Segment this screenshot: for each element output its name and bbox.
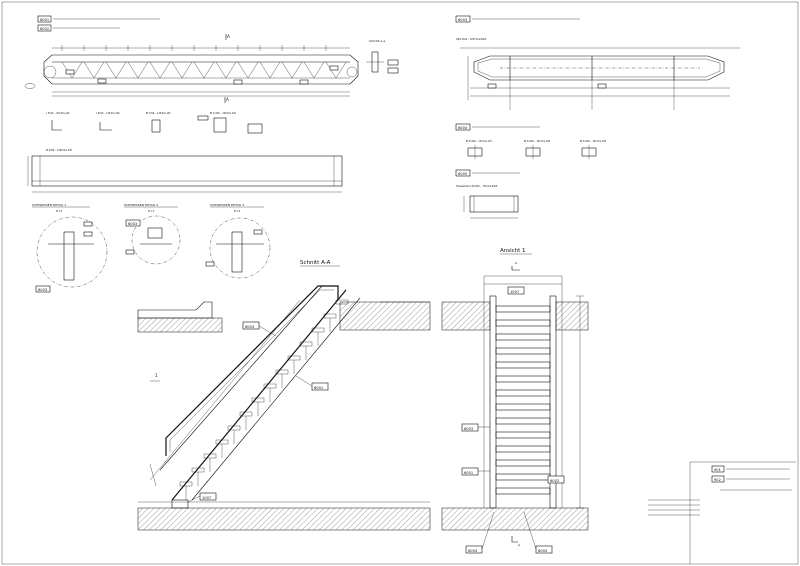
position-box-6003-detail: [35, 285, 51, 293]
position-box-6003-elev: [461, 423, 479, 432]
railing-parts-6004: 6004 Bl 5x100... 150 Pos.107 Bl 5x150...…: [455, 123, 607, 159]
position-box-1007-elev: [507, 286, 525, 295]
railing-6003-view: 6003 QRO 40x4... 3053 Pos.6002: [455, 15, 740, 110]
elev-pos-6002-label: 6002: [550, 479, 559, 483]
stringer-ribs: [61, 61, 347, 79]
ground-slab-section: [137, 507, 431, 531]
position-box-6004-elev-right: [535, 545, 553, 554]
upper-slab-elev-right: [555, 301, 589, 331]
upper-slab-right: [339, 301, 431, 331]
position-box-6005: [455, 169, 471, 177]
detail-3-title: SCHWEISSEN DETAIL 3: [210, 203, 244, 207]
part-103-label: Bl 7x50... 148 Pos.103: [146, 112, 171, 115]
elev-pos-6004-label: 6004: [468, 549, 478, 553]
upper-slab-left: [137, 317, 223, 333]
note-902-label: 902: [714, 478, 721, 482]
elev-pos-6003-label: 6003: [464, 427, 473, 431]
part-109-label: Bl 5x150... 150 Pos.109: [580, 140, 607, 143]
tread-label: Trapezstufe b 30x250... 750 Pos.6005: [456, 185, 498, 188]
position-6001-label: 6001: [40, 18, 49, 22]
detail-1-pos-label: 6003: [38, 288, 47, 292]
mark-one: 1: [155, 373, 158, 378]
right-stringer: [549, 295, 557, 509]
elev-pos-6004-right-label: 6004: [538, 549, 548, 553]
position-6004-label: 6004: [458, 126, 468, 130]
welding-detail-1: SCHWEISSEN DETAIL 1 M 1:5 6003: [32, 203, 108, 293]
elev-pos-6001-label: 6001: [464, 471, 473, 475]
position-box-6002-elev: [547, 475, 565, 484]
position-box-6003-section: [242, 321, 260, 330]
position-6005-label: 6005: [458, 172, 467, 176]
position-box-6004-elev: [465, 545, 483, 554]
ground-slab-elev: [441, 507, 589, 531]
position-box-6001-elev: [461, 467, 479, 476]
welding-detail-3: SCHWEISSEN DETAIL 3 M 1:5: [205, 203, 271, 279]
section-treads: [179, 299, 349, 500]
upper-slab-elev-left: [441, 301, 491, 331]
section-a-mark-lower: A: [226, 97, 229, 102]
left-stringer: [489, 295, 497, 509]
section-stamp-label: Schnitt a-a: [369, 39, 385, 43]
tread-6005-view: 6005 Trapezstufe b 30x250... 750 Pos.600…: [455, 169, 520, 219]
stringer-parts-row: L 50x5... 300 Pos.101 L 50x5... 148 Pos.…: [46, 112, 263, 134]
position-box-901: [711, 465, 725, 473]
detail-2-title: SCHWEISSEN DETAIL 2: [124, 203, 158, 207]
railing-bar-label: QRO 40x4... 3053 Pos.6002: [456, 38, 487, 41]
detail-2-pos-label: 6003: [128, 222, 137, 226]
position-box-6001: [37, 15, 52, 23]
position-box-6002: [37, 24, 52, 32]
section-pos-1007-label: 1007: [202, 496, 211, 500]
part-108-label: Bl 5x150... 150 Pos.108: [524, 140, 551, 143]
section-view-title: Schnitt A-A: [300, 260, 331, 266]
position-box-6003: [455, 15, 471, 23]
detail-3-scale: M 1:5: [234, 210, 241, 213]
part-102-label: L 50x5... 148 Pos.102: [96, 112, 120, 115]
position-6003-label: 6003: [458, 18, 467, 22]
part-107-label: Bl 5x100... 150 Pos.107: [466, 140, 493, 143]
elev-pos-1007-label: 1007: [510, 290, 519, 294]
position-box-6001-section: [311, 382, 329, 391]
section-a-a-view: Schnitt A-A: [137, 260, 431, 531]
part-101-label: L 50x5... 300 Pos.101: [46, 112, 70, 115]
stringer-6001-view: 6001 6002 A: [24, 15, 399, 103]
elevation-view-title: Ansicht 1: [500, 248, 526, 254]
note-901-label: 901: [714, 468, 721, 472]
cut-mark-bottom: A: [518, 543, 521, 547]
part-104-label: Bl 7x100... 148 Pos.104: [210, 112, 237, 115]
position-6002-label: 6002: [40, 27, 49, 31]
detail-2-scale: M 1:5: [148, 210, 155, 213]
position-box-6004: [455, 123, 471, 131]
bar-105-view: Bl 5x80... 4180 Pos.105: [27, 149, 343, 193]
welding-detail-2: SCHWEISSEN DETAIL 2 M 1:5 6003: [124, 203, 181, 265]
bar-105-label: Bl 5x80... 4180 Pos.105: [46, 149, 73, 152]
cut-mark-top: A: [515, 261, 518, 265]
elevation-1-view: Ansicht 1 A 1007 6003: [441, 248, 589, 554]
section-a-mark: A: [227, 34, 230, 39]
detail-1-title: SCHWEISSEN DETAIL 1: [32, 203, 66, 207]
elevation-treads: [495, 305, 551, 495]
notes-block: 901 902: [648, 461, 796, 564]
detail-1-scale: M 1:5: [56, 210, 63, 213]
position-box-6003-detail2: [125, 219, 141, 227]
position-box-902: [711, 475, 725, 483]
section-pos-6003-label: 6003: [245, 325, 254, 329]
section-pos-6001-label: 6001: [314, 386, 323, 390]
position-box-1007-section: [199, 492, 217, 501]
